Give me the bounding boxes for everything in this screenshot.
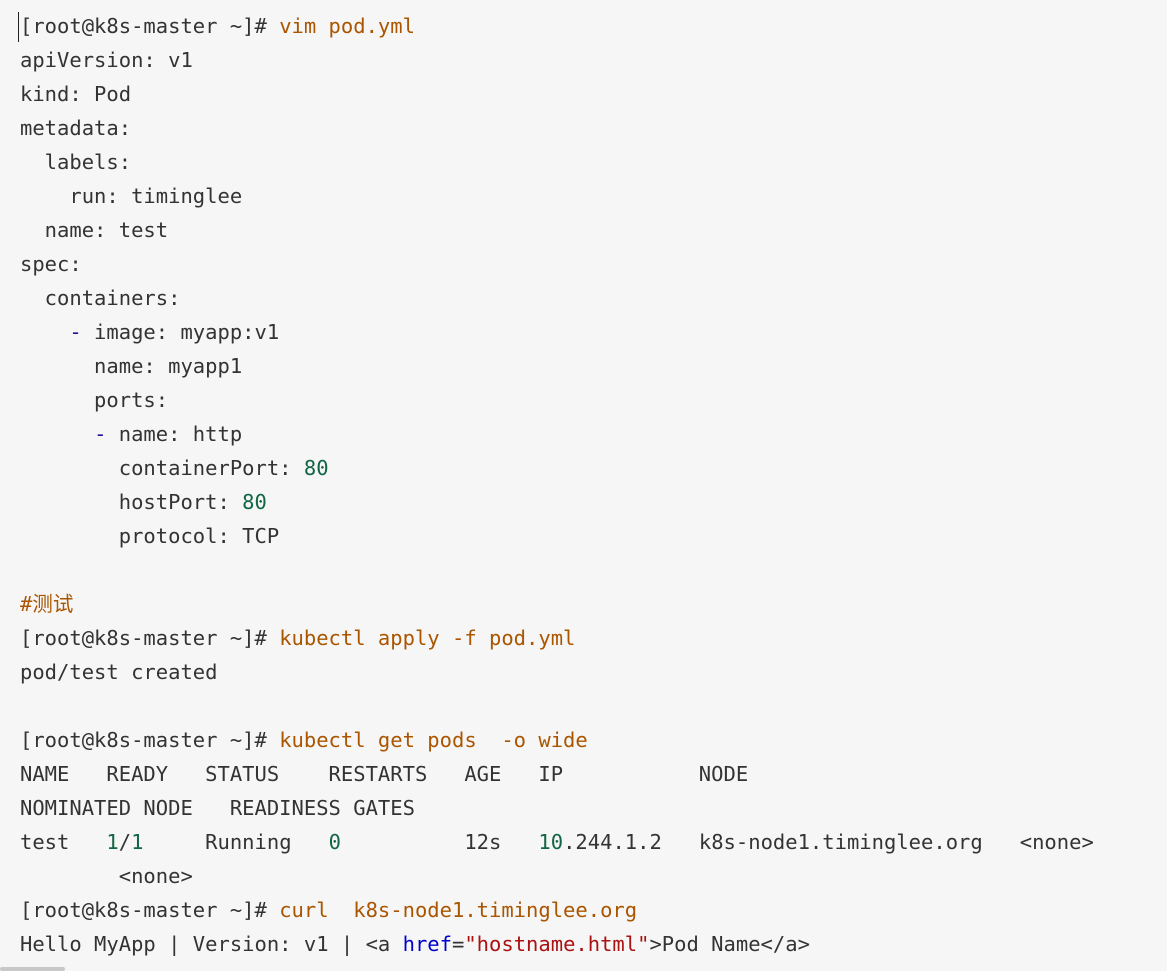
code-line: run: timinglee [20, 179, 1167, 213]
code-token-cmd: vim pod.yml [279, 14, 415, 38]
code-token-prompt: [root@k8s-master ~]# [20, 626, 280, 650]
code-line: containers: [20, 281, 1167, 315]
code-token-text: labels: [20, 150, 132, 174]
code-line: [root@k8s-master ~]# kubectl get pods -o… [20, 723, 1167, 757]
code-token-text: name: test [20, 218, 169, 242]
code-token-text: test [20, 830, 107, 854]
code-line: labels: [20, 145, 1167, 179]
code-token-text: Running [143, 830, 329, 854]
code-token-text: <none> [20, 864, 193, 888]
code-token-text: NOMINATED NODE READINESS GATES [20, 796, 415, 820]
code-token-text: NAME READY STATUS RESTARTS AGE IP NODE [20, 762, 749, 786]
code-token-cmd: curl k8s-node1.timinglee.org [279, 898, 638, 922]
code-token-text: containerPort: [20, 456, 304, 480]
code-token-dash: - [94, 422, 107, 446]
code-token-text: metadata: [20, 116, 132, 140]
code-token-text: / [118, 830, 132, 854]
code-line: [root@k8s-master ~]# curl k8s-node1.timi… [20, 893, 1167, 927]
code-token-num: 1 [131, 830, 144, 854]
code-token-num: 0 [328, 830, 341, 854]
code-token-str: "hostname.html" [464, 932, 650, 956]
code-token-text: protocol: TCP [20, 524, 280, 548]
code-line: kind: Pod [20, 77, 1167, 111]
code-token-text: .244.1.2 k8s-node1.timinglee.org <none> [563, 830, 1094, 854]
code-token-dash: - [69, 320, 82, 344]
code-token-text: hostPort: [20, 490, 243, 514]
code-line: test 1/1 Running 0 12s 10.244.1.2 k8s-no… [20, 825, 1167, 859]
code-token-text: Hello MyApp | Version: v1 | <a [20, 932, 403, 956]
code-line: containerPort: 80 [20, 451, 1167, 485]
code-token-text: name: myapp1 [20, 354, 243, 378]
code-token-prompt: [root@k8s-master ~]# [20, 898, 280, 922]
code-token-text: name: http [106, 422, 243, 446]
terminal-output[interactable]: [root@k8s-master ~]# vim pod.yml apiVersi… [20, 9, 1167, 961]
code-token-prompt: [root@k8s-master ~]# [20, 728, 280, 752]
code-token-num: 1 [106, 830, 119, 854]
code-token-text [20, 320, 69, 344]
code-token-text: ports: [20, 388, 169, 412]
code-line: - name: http [20, 417, 1167, 451]
code-token-cmd: kubectl get pods -o wide [279, 728, 588, 752]
code-token-text [20, 422, 94, 446]
code-token-attr: href [402, 932, 452, 956]
code-token-prompt: [root@k8s-master ~]# [20, 14, 280, 38]
horizontal-scrollbar[interactable] [0, 967, 65, 971]
code-token-text: kind: Pod [20, 82, 132, 106]
code-token-cmd: kubectl apply -f pod.yml [279, 626, 576, 650]
code-token-text: = [451, 932, 465, 956]
code-token-text: 12s [340, 830, 539, 854]
code-token-text: containers: [20, 286, 181, 310]
code-line: pod/test created [20, 655, 1167, 689]
code-line: #测试 [20, 587, 1167, 621]
code-token-num: 80 [303, 456, 329, 480]
code-line: name: test [20, 213, 1167, 247]
code-line: ports: [20, 383, 1167, 417]
text-cursor [18, 12, 19, 42]
code-token-text: >Pod Name</a> [649, 932, 810, 956]
code-line: NAME READY STATUS RESTARTS AGE IP NODE [20, 757, 1167, 791]
code-line: [root@k8s-master ~]# kubectl apply -f po… [20, 621, 1167, 655]
code-token-comment: #测试 [20, 592, 74, 616]
code-token-text: run: timinglee [20, 184, 243, 208]
code-token-text: image: myapp:v1 [81, 320, 280, 344]
code-line: [root@k8s-master ~]# vim pod.yml [20, 9, 1167, 43]
code-line: hostPort: 80 [20, 485, 1167, 519]
code-token-text: pod/test created [20, 660, 218, 684]
code-line: Hello MyApp | Version: v1 | <a href="hos… [20, 927, 1167, 961]
code-line: metadata: [20, 111, 1167, 145]
code-token-text: apiVersion: v1 [20, 48, 193, 72]
code-token-num: 80 [242, 490, 267, 514]
code-line: <none> [20, 859, 1167, 893]
code-line: protocol: TCP [20, 519, 1167, 553]
code-line: NOMINATED NODE READINESS GATES [20, 791, 1167, 825]
code-line [20, 553, 1167, 587]
code-line: spec: [20, 247, 1167, 281]
code-token-text: spec: [20, 252, 82, 276]
code-line: name: myapp1 [20, 349, 1167, 383]
code-line: - image: myapp:v1 [20, 315, 1167, 349]
code-line: apiVersion: v1 [20, 43, 1167, 77]
code-token-num: 10 [538, 830, 564, 854]
code-line [20, 689, 1167, 723]
